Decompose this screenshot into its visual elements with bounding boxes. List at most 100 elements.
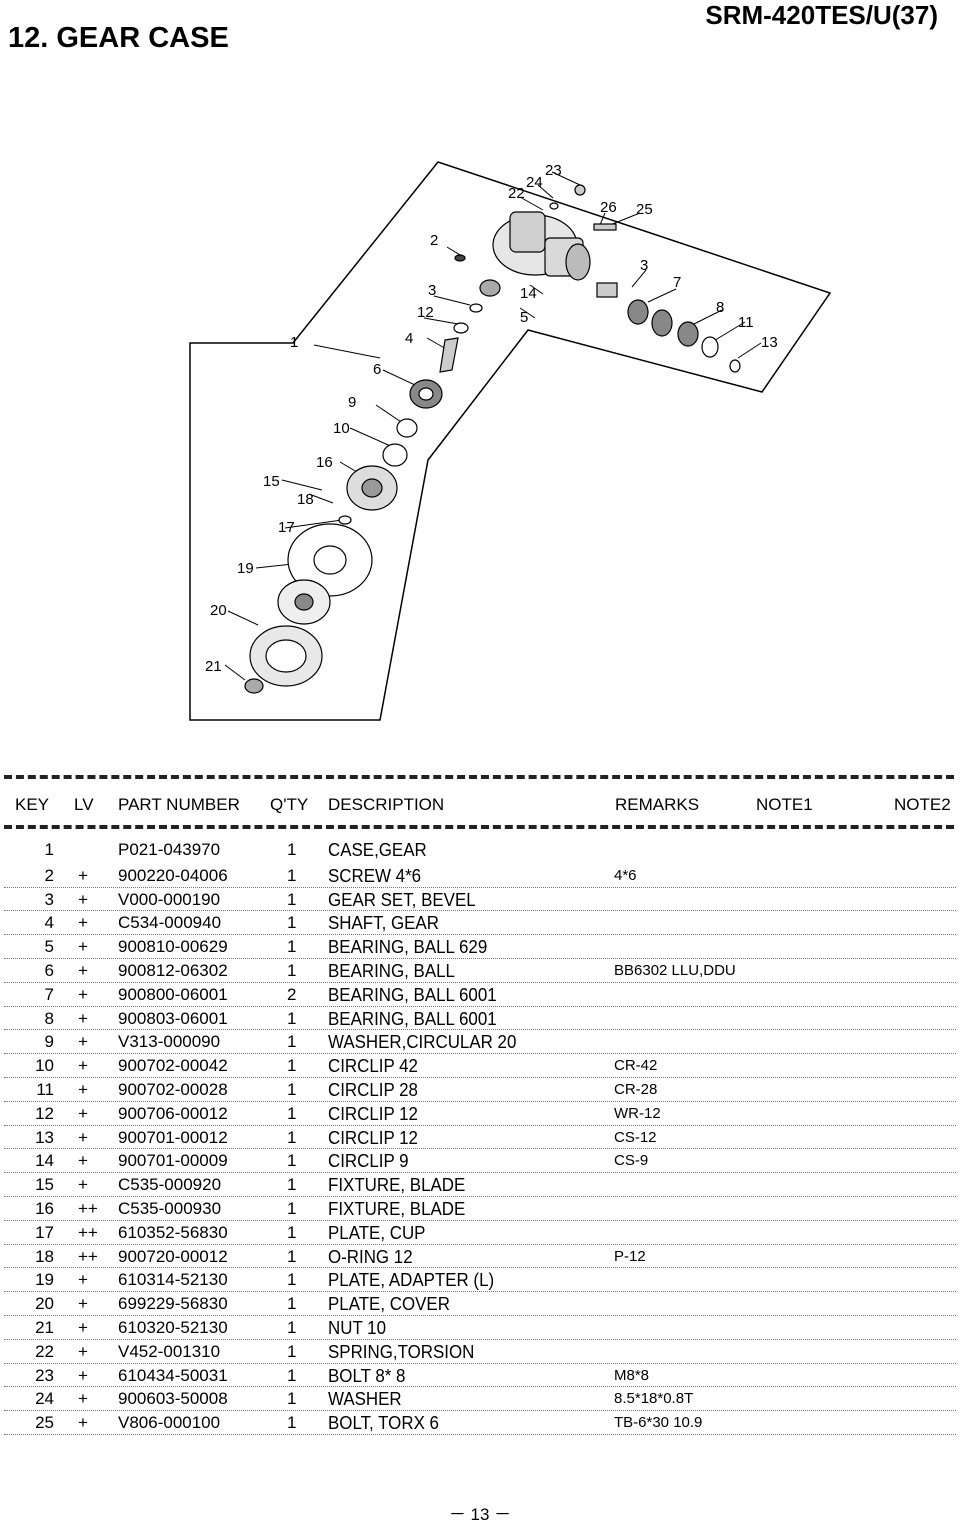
cell-qty: 1 <box>287 1246 297 1266</box>
callout: 25 <box>636 201 653 218</box>
cell-description: BEARING, BALL <box>328 960 455 981</box>
cell-key: 21 <box>35 1317 54 1337</box>
cell-key: 13 <box>35 1127 54 1147</box>
cell-key: 17 <box>35 1222 54 1242</box>
diagram-border <box>189 161 832 721</box>
cell-description: CIRCLIP 28 <box>328 1079 418 1100</box>
cell-part-number: C535-000930 <box>118 1198 222 1218</box>
cell-key: 20 <box>35 1294 54 1314</box>
cell-part-number: V000-000190 <box>118 889 221 909</box>
cell-lv: + <box>78 1008 88 1028</box>
cell-lv: + <box>78 1413 88 1433</box>
cell-qty: 1 <box>287 1270 297 1290</box>
col-header-part-number: PART NUMBER <box>118 795 240 814</box>
cell-part-number: 900702-00042 <box>118 1056 228 1076</box>
cell-qty: 1 <box>287 1175 297 1195</box>
callout: 2 <box>430 232 438 249</box>
callout: 23 <box>545 162 562 179</box>
cell-key: 22 <box>35 1341 54 1361</box>
cell-part-number: 900701-00009 <box>118 1151 228 1171</box>
exploded-parts-diagram: 23 24 22 26 25 2 3 7 14 12 5 8 11 13 1 4… <box>189 161 832 721</box>
cell-part-number: 900812-06302 <box>118 960 228 980</box>
page-title: 12. GEAR CASE <box>8 22 229 54</box>
cell-key: 25 <box>35 1413 54 1433</box>
callout: 17 <box>278 519 295 536</box>
cell-qty: 1 <box>287 1413 297 1433</box>
cell-description: O-RING 12 <box>328 1246 413 1267</box>
cell-key: 8 <box>44 1008 54 1028</box>
cell-remarks: CR-42 <box>614 1057 658 1075</box>
cell-remarks: BB6302 LLU,DDU <box>614 961 736 979</box>
cell-key: 24 <box>35 1389 54 1409</box>
cell-lv: + <box>78 865 88 885</box>
cell-description: BEARING, BALL 6001 <box>328 1008 497 1029</box>
cell-part-number: C534-000940 <box>118 913 222 933</box>
cell-lv: + <box>78 1294 88 1314</box>
callout: 1 <box>290 334 298 351</box>
cell-qty: 1 <box>287 960 297 980</box>
callout: 9 <box>348 394 356 411</box>
cell-part-number: 610352-56830 <box>118 1222 228 1242</box>
cell-description: BOLT, TORX 6 <box>328 1413 439 1434</box>
col-header-note2: NOTE2 <box>894 795 951 814</box>
cell-lv: + <box>78 1103 88 1123</box>
cell-qty: 1 <box>287 1079 297 1099</box>
cell-part-number: 900803-06001 <box>118 1008 228 1028</box>
cell-description: SCREW 4*6 <box>328 865 422 886</box>
cell-description: CASE,GEAR <box>328 840 427 860</box>
cell-qty: 1 <box>287 889 297 909</box>
cell-lv: + <box>78 1151 88 1171</box>
cell-key: 14 <box>35 1151 54 1171</box>
cell-description: CIRCLIP 42 <box>328 1056 418 1077</box>
page-number: － 13 － <box>448 1505 512 1524</box>
cell-lv: + <box>78 1341 88 1361</box>
cell-part-number: V313-000090 <box>118 1032 221 1052</box>
callout: 11 <box>738 314 754 331</box>
cell-key: 23 <box>35 1365 54 1385</box>
cell-remarks: WR-12 <box>614 1104 661 1122</box>
cell-description: NUT 10 <box>328 1317 387 1338</box>
cell-part-number: 900701-00012 <box>118 1127 228 1147</box>
cell-lv: + <box>78 1389 88 1409</box>
callout: 8 <box>716 299 724 316</box>
cell-description: BOLT 8* 8 <box>328 1365 406 1386</box>
cell-qty: 1 <box>287 1032 297 1052</box>
cell-key: 6 <box>44 960 54 980</box>
cell-lv: + <box>78 889 88 909</box>
col-header-note1: NOTE1 <box>756 795 813 814</box>
cell-lv: + <box>78 1079 88 1099</box>
cell-lv: ++ <box>78 1246 98 1266</box>
cell-description: PLATE, CUP <box>328 1222 426 1243</box>
cell-part-number: 900603-50008 <box>118 1389 228 1409</box>
cell-remarks: 8.5*18*0.8T <box>614 1390 694 1408</box>
cell-part-number: 610314-52130 <box>118 1270 228 1290</box>
cell-part-number: C535-000920 <box>118 1175 222 1195</box>
cell-qty: 1 <box>287 840 297 859</box>
cell-lv: + <box>78 960 88 980</box>
cell-part-number: 610434-50031 <box>118 1365 228 1385</box>
cell-part-number: P021-043970 <box>118 840 221 859</box>
cell-remarks: CS-9 <box>614 1152 649 1170</box>
callout: 5 <box>520 309 528 326</box>
cell-description: SPRING,TORSION <box>328 1341 475 1362</box>
callout: 22 <box>508 185 525 202</box>
cell-remarks: P-12 <box>614 1247 646 1265</box>
cell-qty: 2 <box>287 984 297 1004</box>
dashed-rule-top <box>4 775 954 779</box>
callout: 26 <box>600 199 617 216</box>
cell-qty: 1 <box>287 865 297 885</box>
callout: 10 <box>333 420 350 437</box>
cell-remarks: CR-28 <box>614 1080 658 1098</box>
callout: 3 <box>428 282 436 299</box>
cell-lv: + <box>78 913 88 933</box>
